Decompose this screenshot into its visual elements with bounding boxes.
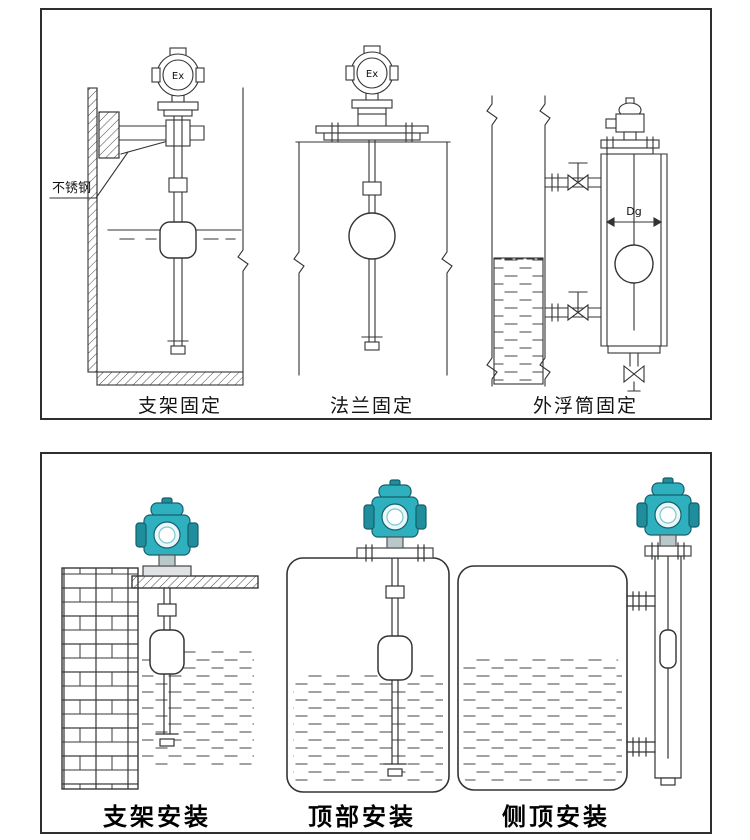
bottom-panel-drawing xyxy=(61,477,700,793)
bottom-stop xyxy=(361,336,383,351)
diagram-top-install xyxy=(286,479,450,793)
diagram-external-chamber: Dg xyxy=(486,95,668,392)
material-leader xyxy=(49,151,129,199)
bottom-stop xyxy=(383,763,407,777)
brick-wall xyxy=(61,567,139,790)
bottom-connection-valve xyxy=(544,291,602,322)
float xyxy=(659,629,677,669)
bottom-stop xyxy=(155,733,179,747)
liquid-level xyxy=(107,229,242,240)
float xyxy=(159,221,197,259)
bottom-connection xyxy=(626,737,656,757)
caption-top-install: 顶部安装 xyxy=(308,803,416,831)
caption-external-chamber-fixing: 外浮筒固定 xyxy=(532,395,638,417)
chamber-sensor-head xyxy=(600,97,660,155)
bottom-stop xyxy=(167,340,189,355)
tank-wall-slice xyxy=(486,95,551,387)
diagram-bracket-fixing: 不锈钢 Ex xyxy=(49,47,249,386)
float xyxy=(348,212,396,260)
diagram-bracket-install xyxy=(61,497,259,790)
top-connection xyxy=(626,591,656,611)
ex-marking: Ex xyxy=(172,71,184,82)
water-region xyxy=(463,658,622,784)
top-connection-valve xyxy=(544,162,602,192)
tank-walls xyxy=(293,141,453,376)
ex-marking: Ex xyxy=(366,69,378,80)
caption-side-top-install: 侧顶安装 xyxy=(502,803,610,831)
diagram-side-top-install xyxy=(457,477,700,791)
caption-flange-fixing: 法兰固定 xyxy=(329,395,414,417)
drain-valve xyxy=(607,345,661,392)
caption-bracket-install: 支架安装 xyxy=(103,803,211,831)
sensor-head-ex xyxy=(151,47,205,117)
wall-and-floor xyxy=(87,87,249,386)
tank-flange xyxy=(315,113,429,143)
float xyxy=(149,629,185,675)
caption-bracket-fixing: 支架固定 xyxy=(137,395,222,417)
transmitter-head xyxy=(356,479,434,562)
water-region xyxy=(293,672,443,786)
transmitter-head xyxy=(636,477,700,560)
stainless-steel-label: 不锈钢 xyxy=(52,181,91,196)
diagram-flange-fixing: Ex xyxy=(293,45,453,376)
sensor-head-ex xyxy=(345,45,399,115)
float xyxy=(377,635,413,681)
mounting-bracket xyxy=(98,111,205,159)
bracket-platform xyxy=(131,575,259,589)
chamber-float xyxy=(614,153,654,331)
top-panel-drawing: 不锈钢 Ex xyxy=(49,45,668,392)
transmitter-head xyxy=(135,497,199,577)
